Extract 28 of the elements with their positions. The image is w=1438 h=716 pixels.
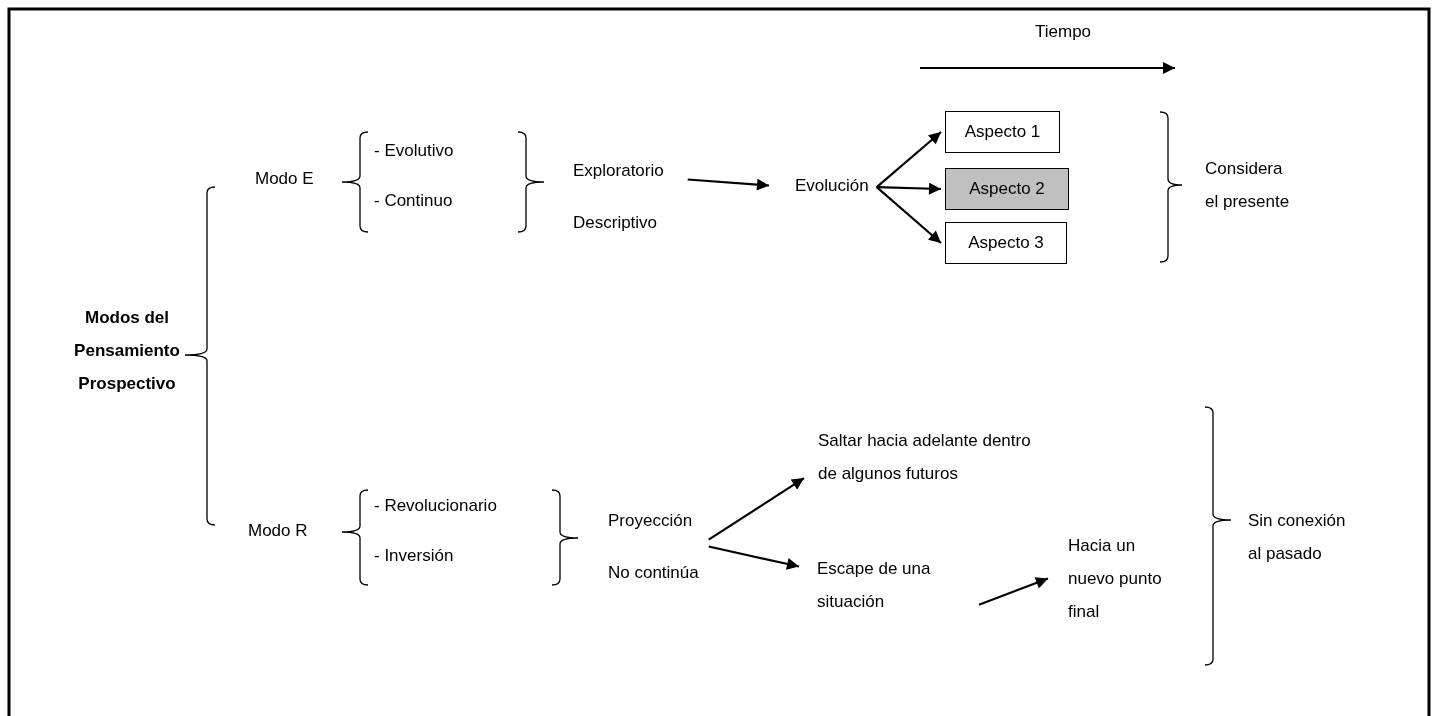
concept-text: Saltar hacia adelante dentro de algunos futuros <box>818 424 1048 490</box>
concept-text: Exploratorio <box>573 160 664 182</box>
aspect-box: Aspecto 1 <box>945 111 1060 153</box>
concept-text: Modo R <box>248 514 308 547</box>
arrow <box>876 182 942 195</box>
concept-text: - Evolutivo <box>374 134 454 167</box>
root-concept-text: Modos del Pensamiento Prospectivo <box>68 301 186 400</box>
arrow <box>876 131 942 188</box>
concept-text: Proyección <box>608 510 694 532</box>
arrow <box>876 186 942 244</box>
concept-text: Hacia un nuevo punto final <box>1068 529 1168 628</box>
concept-text: - Revolucionario <box>374 489 497 522</box>
concept-text: Modo E <box>255 162 314 195</box>
concept-text: Considera el presente <box>1205 152 1300 218</box>
arrow <box>708 477 805 541</box>
concept-text: Escape de una situación <box>817 552 967 618</box>
arrow <box>978 577 1049 606</box>
concept-text: Sin conexión al pasado <box>1248 504 1358 570</box>
concept-text: - Inversión <box>374 539 454 572</box>
concept-text: Descriptivo <box>573 212 659 234</box>
axis-label: Tiempo <box>1035 22 1092 42</box>
concept-text: Evolución <box>795 169 869 202</box>
arrow <box>687 178 770 191</box>
aspect-box: Aspecto 3 <box>945 222 1067 264</box>
arrow <box>708 545 800 570</box>
aspect-box: Aspecto 2 <box>945 168 1069 210</box>
concept-text: No continúa <box>608 562 699 584</box>
concept-text: - Continuo <box>374 184 453 217</box>
